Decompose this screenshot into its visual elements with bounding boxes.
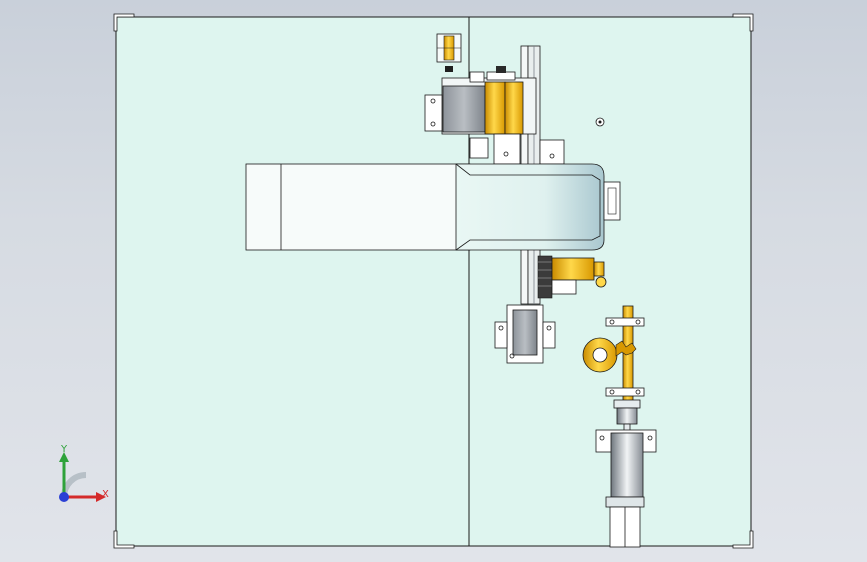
drive-motor[interactable] [595, 429, 657, 548]
coordinate-triad: Y X [59, 444, 109, 502]
screw-marker[interactable] [595, 117, 605, 127]
corner-bracket-top-left [113, 13, 135, 32]
horizontal-chute[interactable] [245, 163, 621, 251]
worm-gear-assembly[interactable] [582, 305, 645, 407]
coupling[interactable] [613, 399, 641, 433]
x-axis-label: X [102, 489, 109, 500]
corner-bracket-bottom-right [732, 530, 754, 549]
top-small-bracket[interactable] [436, 33, 462, 72]
z-axis-dot-icon [59, 492, 69, 502]
corner-bracket-bottom-left [113, 530, 135, 549]
base-plate[interactable] [113, 13, 754, 549]
lower-clamp[interactable] [494, 304, 556, 364]
upper-actuator-assembly[interactable] [424, 66, 537, 135]
y-axis-label: Y [60, 444, 68, 455]
corner-bracket-top-right [732, 13, 754, 32]
mid-left-bracket[interactable] [469, 133, 521, 165]
lower-drive-gear[interactable] [537, 255, 607, 299]
y-axis-arrow-icon [59, 452, 69, 462]
x-axis-arrow-icon [96, 492, 106, 502]
mid-right-bracket[interactable] [539, 139, 565, 165]
